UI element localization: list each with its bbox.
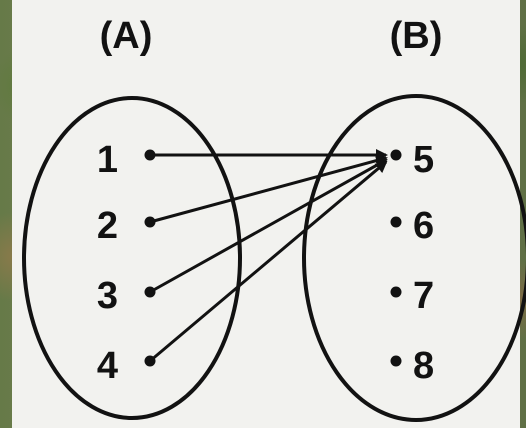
mapping-arrows <box>149 149 388 363</box>
set-b-element-label: 8 <box>413 345 434 387</box>
set-b-title: (B) <box>390 15 443 57</box>
set-a-element-label: 4 <box>97 345 118 387</box>
mapping-arrow <box>149 154 388 224</box>
set-b-element-label: 6 <box>413 205 434 247</box>
set-b-element-dot <box>390 286 402 298</box>
set-b-element-dot <box>390 216 402 228</box>
set-b-elements: 5 6 7 8 <box>390 139 434 387</box>
mapping-arrow <box>149 160 388 363</box>
set-b-element-dot <box>390 355 402 367</box>
diagram-panel <box>12 0 520 428</box>
set-b-element-label: 5 <box>413 139 434 181</box>
set-a-element-label: 1 <box>97 139 118 181</box>
mapping-arrow <box>149 158 388 294</box>
set-a-element-label: 3 <box>97 275 118 317</box>
set-b-element-label: 7 <box>413 275 434 317</box>
set-a-oval <box>22 96 242 420</box>
set-b-oval <box>302 94 526 422</box>
set-b-element-dot <box>390 149 402 161</box>
set-a-element-label: 2 <box>97 205 118 247</box>
set-a-title: (A) <box>100 15 153 57</box>
set-a-elements: 1 2 3 4 <box>97 139 156 387</box>
